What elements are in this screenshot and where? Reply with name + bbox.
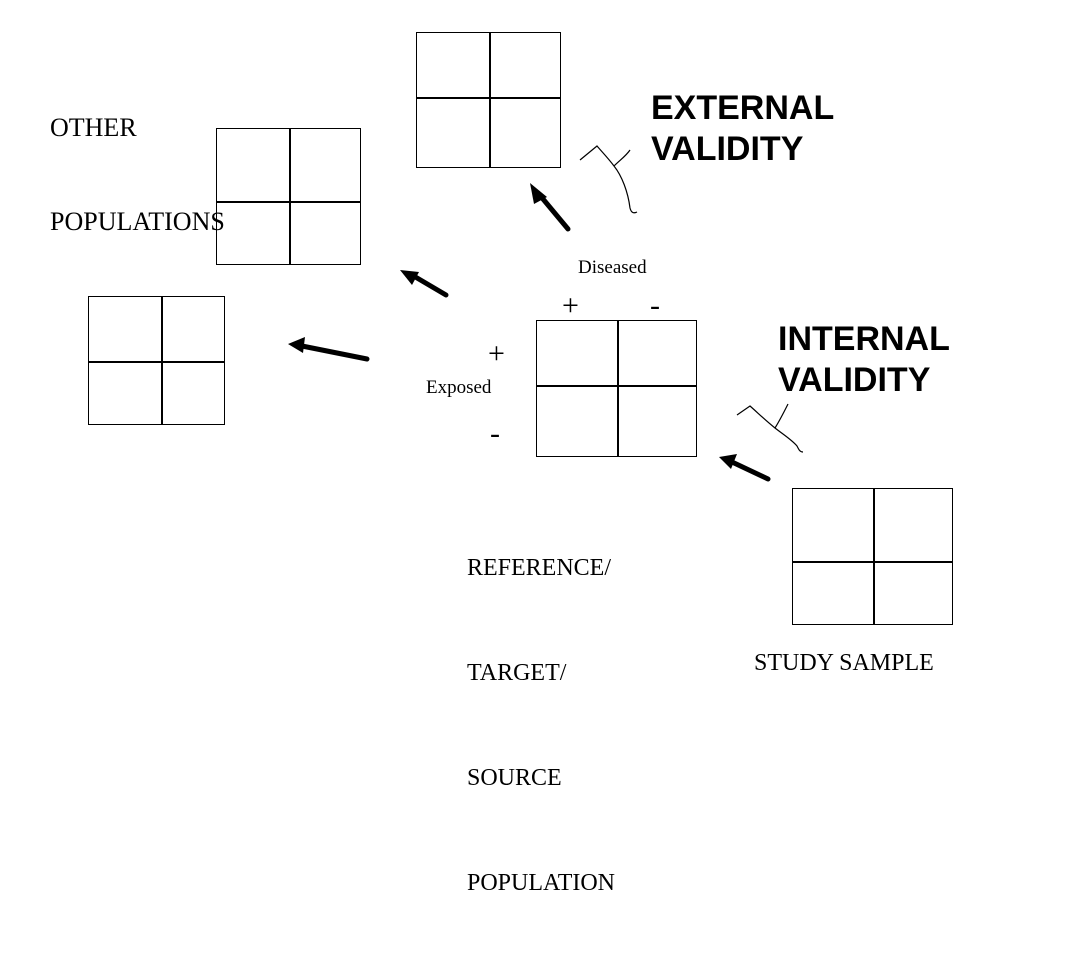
external-validity-line1: EXTERNAL [651, 89, 835, 127]
diseased-minus: - [650, 289, 660, 322]
other-population-table-middle [216, 128, 361, 265]
internal-validity-label: INTERNAL VALIDITY [778, 319, 950, 401]
exposed-minus: - [490, 417, 500, 450]
other-populations-line2: POPULATIONS [50, 206, 225, 236]
diseased-label: Diseased [578, 257, 647, 278]
internal-validity-line1: INTERNAL [778, 320, 950, 358]
exposed-label: Exposed [426, 377, 492, 398]
arrowhead-left [288, 337, 305, 353]
study-sample-table [792, 488, 953, 625]
external-validity-line2: VALIDITY [651, 129, 804, 168]
reference-line2: TARGET/ [467, 660, 567, 686]
arrow-to-left-table [299, 343, 370, 362]
arrow-to-reference-table [729, 459, 771, 482]
arrows-and-braces [288, 145, 804, 482]
internal-validity-line2: VALIDITY [778, 360, 931, 399]
arrowhead-reference [719, 454, 737, 469]
reference-line3: SOURCE [467, 765, 562, 791]
arrowhead-top [530, 183, 547, 204]
reference-population-label: REFERENCE/ TARGET/ SOURCE POPULATION [467, 481, 615, 971]
reference-line4: POPULATION [467, 870, 616, 896]
external-validity-label: EXTERNAL VALIDITY [651, 88, 834, 170]
arrowhead-middle [400, 270, 419, 285]
exposed-plus: + [488, 337, 505, 370]
other-population-table-top [416, 32, 561, 168]
arrow-to-middle-table [409, 272, 449, 298]
other-populations-line1: OTHER [50, 113, 137, 143]
study-sample-label: STUDY SAMPLE [754, 650, 934, 676]
reference-population-table [536, 320, 697, 457]
other-populations-label: OTHER POPULATIONS [50, 50, 225, 300]
other-population-table-left [88, 296, 225, 425]
reference-line1: REFERENCE/ [467, 555, 612, 581]
internal-validity-brace [736, 403, 804, 453]
diseased-plus: + [562, 289, 579, 322]
validity-diagram: OTHER POPULATIONS EXTERNAL VALIDITY INTE… [50, 32, 953, 896]
external-validity-brace [579, 145, 638, 214]
